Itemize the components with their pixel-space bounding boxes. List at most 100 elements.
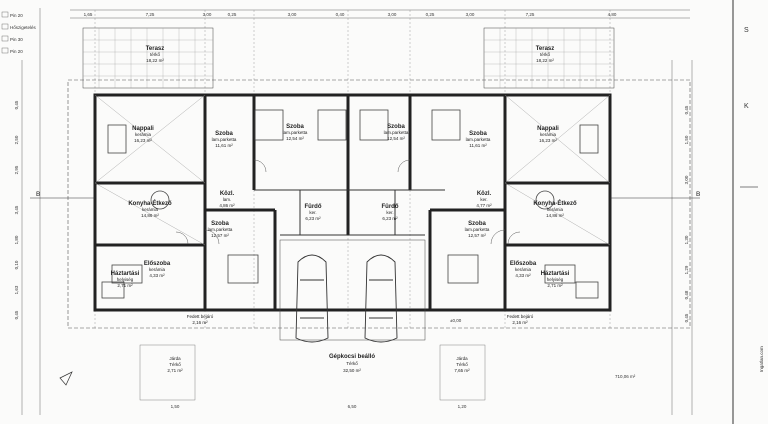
legend-line: Pin 30 — [10, 37, 23, 42]
room-name: Konyha-Étkező — [128, 199, 172, 207]
room-name: Szoba — [468, 221, 486, 227]
left-dimension: 0,45 — [14, 310, 19, 319]
right-dimension: 0,48 — [684, 290, 689, 299]
carport-floor: Térkő — [346, 361, 358, 366]
entrance-name: Fedett bejáró — [187, 314, 214, 319]
room-floor: lam.parketta — [208, 227, 233, 232]
room-floor: térkő — [540, 52, 551, 57]
walkway-name: Járda — [456, 356, 468, 361]
side-panel-letter-s: S — [744, 27, 749, 34]
room-name: Nappali — [132, 126, 154, 132]
room-area: 12,57 m² — [211, 233, 229, 238]
top-dimension: 3,00 — [388, 12, 397, 17]
top-dimension: 1,65 — [84, 12, 93, 17]
room-area: 4,86 m² — [219, 203, 235, 208]
room-floor: lam.parketta — [466, 137, 491, 142]
bottom-dimension: 6,50 — [348, 404, 357, 409]
room-area: 18,22 m² — [536, 58, 554, 63]
room-floor: helyiség — [117, 277, 134, 282]
top-dimension: 7,25 — [146, 12, 155, 17]
material-legend: Pin 20 Hőszigetelés Pin 30 Pin 20 — [1, 11, 37, 54]
room-area: 16,23 m² — [539, 138, 557, 143]
room-floor: kerámia — [515, 267, 532, 272]
level-mark: ±0,00 — [450, 318, 462, 323]
room-name: Szoba — [211, 221, 229, 227]
walkway-name: Járda — [169, 356, 181, 361]
room-area: 12,54 m² — [387, 136, 405, 141]
room-area: 11,61 m² — [469, 143, 487, 148]
room-name: Háztartási — [111, 271, 140, 277]
room-area: 14,86 m² — [141, 213, 159, 218]
room-floor: lam. — [223, 197, 232, 202]
room-floor: kerámia — [149, 267, 166, 272]
legend-line: Hőszigetelés — [10, 25, 37, 30]
top-dimension: 0,40 — [336, 12, 345, 17]
entrance-area: 2,16 m² — [512, 320, 528, 325]
room-name: Terasz — [536, 46, 555, 52]
plot-area: 710,06 m² — [615, 374, 636, 379]
room-area: 2,71 m² — [117, 283, 133, 288]
room-name: Szoba — [387, 124, 405, 130]
room-floor: kerámia — [547, 207, 564, 212]
carport-area: 32,50 m² — [343, 368, 361, 373]
room-area: 6,23 m² — [305, 216, 321, 221]
left-dimension: 2,95 — [14, 165, 19, 174]
room-area: 4,33 m² — [515, 273, 531, 278]
room-area: 4,77 m² — [476, 203, 492, 208]
room-floor: kerámia — [540, 132, 557, 137]
side-panel-letter-k: K — [744, 103, 749, 110]
room-floor: ker. — [480, 197, 487, 202]
top-dimension: 3,00 — [288, 12, 297, 17]
room-area: 18,22 m² — [146, 58, 164, 63]
room-name: Fürdő — [382, 204, 399, 210]
room-name: Háztartási — [541, 271, 570, 277]
room-name: Konyha-Étkező — [533, 199, 577, 207]
room-area: 2,71 m² — [547, 283, 563, 288]
carport-name: Gépkocsi beálló — [329, 354, 375, 360]
left-dimension: 2,50 — [14, 135, 19, 144]
room-name: Fürdő — [305, 204, 322, 210]
left-dimension: 1,63 — [14, 285, 19, 294]
top-dimension: 7,25 — [526, 12, 535, 17]
entrance-area: 2,16 m² — [192, 320, 208, 325]
left-dimension: 1,80 — [14, 235, 19, 244]
watermark: Ingatlan.com — [759, 346, 764, 372]
room-name: Előszoba — [510, 261, 537, 267]
top-dimension: 3,00 — [203, 12, 212, 17]
top-dimension: 4,80 — [608, 12, 617, 17]
room-floor: ker. — [309, 210, 316, 215]
section-marker-left: B — [36, 191, 40, 198]
room-name: Szoba — [469, 131, 487, 137]
room-floor: lam.parketta — [283, 130, 308, 135]
legend-line: Pin 20 — [10, 13, 23, 18]
right-dimension: 1,30 — [684, 235, 689, 244]
room-area: 4,33 m² — [149, 273, 165, 278]
north-arrow-icon — [59, 371, 73, 386]
room-name: Szoba — [215, 131, 233, 137]
right-dimension: 3,00 — [684, 175, 689, 184]
room-area: 6,23 m² — [382, 216, 398, 221]
entrance-name: Fedett bejáró — [507, 314, 534, 319]
room-floor: térkő — [150, 52, 161, 57]
right-dimension: 0,45 — [684, 105, 689, 114]
room-floor: lam.parketta — [465, 227, 490, 232]
room-floor: lam.parketta — [384, 130, 409, 135]
legend-line: Pin 20 — [10, 49, 23, 54]
room-floor: kerámia — [135, 132, 152, 137]
room-name: Közl. — [220, 191, 235, 197]
left-dimension: 0,45 — [14, 100, 19, 109]
bottom-dimension: 1,20 — [458, 404, 467, 409]
top-dimension: 3,00 — [466, 12, 475, 17]
walkway-area: 2,71 m² — [167, 368, 183, 373]
room-floor: helyiség — [547, 277, 564, 282]
right-dimension: 1,29 — [684, 265, 689, 274]
room-name: Szoba — [286, 124, 304, 130]
right-dimension: 0,45 — [684, 313, 689, 322]
car-left-icon — [295, 254, 329, 343]
room-name: Közl. — [477, 191, 492, 197]
top-dimension: 0,25 — [228, 12, 237, 17]
room-floor: lam.parketta — [212, 137, 237, 142]
top-dimension: 0,25 — [426, 12, 435, 17]
left-dimension: 3,45 — [14, 205, 19, 214]
